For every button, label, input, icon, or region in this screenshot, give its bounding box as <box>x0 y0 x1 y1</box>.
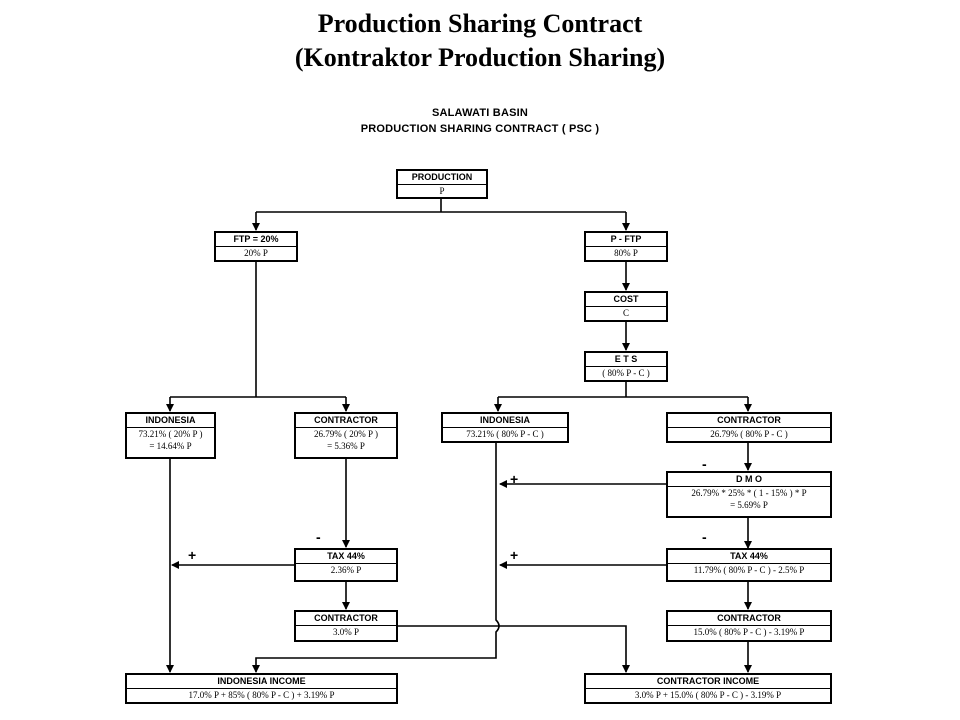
indonesia-income-header: INDONESIA INCOME <box>127 675 396 689</box>
dmo-value-1: 26.79% * 25% * ( 1 - 15% ) * P <box>691 488 807 498</box>
contractor-right-value: 15.0% ( 80% P - C ) - 3.19% P <box>693 627 805 637</box>
dmo-box: D M O 26.79% * 25% * ( 1 - 15% ) * P = 5… <box>666 471 832 518</box>
ftp-value: 20% P <box>244 248 268 258</box>
contractor-income-header: CONTRACTOR INCOME <box>586 675 830 689</box>
ets-box: E T S ( 80% P - C ) <box>584 351 668 382</box>
indonesia-ets-header: INDONESIA <box>443 414 567 428</box>
contractor-left-header: CONTRACTOR <box>296 612 396 626</box>
indonesia-ets-box: INDONESIA 73.21% ( 80% P - C ) <box>441 412 569 443</box>
contractor-ets-value: 26.79% ( 80% P - C ) <box>710 429 788 439</box>
production-value: P <box>439 186 445 196</box>
tax-left-header: TAX 44% <box>296 550 396 564</box>
tax-right-header: TAX 44% <box>668 550 830 564</box>
indonesia-ets-value: 73.21% ( 80% P - C ) <box>466 429 544 439</box>
ets-value: ( 80% P - C ) <box>602 368 650 378</box>
contractor-ftp-box: CONTRACTOR 26.79% ( 20% P ) = 5.36% P <box>294 412 398 459</box>
tax-right-box: TAX 44% 11.79% ( 80% P - C ) - 2.5% P <box>666 548 832 582</box>
cost-value: C <box>622 308 629 318</box>
diagram-subtitle-1: SALAWATI BASIN <box>431 107 529 119</box>
p-ftp-header: P - FTP <box>586 233 666 247</box>
tax-left-box: TAX 44% 2.36% P <box>294 548 398 582</box>
minus-sign-dmo: - <box>702 456 707 472</box>
tax-left-value: 2.36% P <box>330 565 362 575</box>
production-header: PRODUCTION <box>398 171 486 185</box>
indonesia-income-value: 17.0% P + 85% ( 80% P - C ) + 3.19% P <box>188 690 335 700</box>
contractor-right-header: CONTRACTOR <box>668 612 830 626</box>
p-ftp-value: 80% P <box>614 248 638 258</box>
ftp-box: FTP = 20% 20% P <box>214 231 298 262</box>
indonesia-ftp-value-2: = 14.64% P <box>149 441 192 451</box>
ets-header: E T S <box>586 353 666 367</box>
indonesia-income-box: INDONESIA INCOME 17.0% P + 85% ( 80% P -… <box>125 673 398 704</box>
contractor-ets-header: CONTRACTOR <box>668 414 830 428</box>
diagram-subtitle-2: PRODUCTION SHARING CONTRACT ( PSC ) <box>360 123 600 135</box>
contractor-income-box: CONTRACTOR INCOME 3.0% P + 15.0% ( 80% P… <box>584 673 832 704</box>
contractor-ftp-value-2: = 5.36% P <box>327 441 365 451</box>
plus-sign-dmo: + <box>510 471 519 487</box>
ftp-header: FTP = 20% <box>216 233 296 247</box>
indonesia-ftp-header: INDONESIA <box>127 414 214 428</box>
contractor-right-box: CONTRACTOR 15.0% ( 80% P - C ) - 3.19% P <box>666 610 832 642</box>
contractor-ets-box: CONTRACTOR 26.79% ( 80% P - C ) <box>666 412 832 443</box>
contractor-ftp-value-1: 26.79% ( 20% P ) <box>314 429 378 439</box>
dmo-header: D M O <box>668 473 830 487</box>
production-box: PRODUCTION P <box>396 169 488 199</box>
minus-sign-tax-left: - <box>316 529 321 545</box>
contractor-ftp-header: CONTRACTOR <box>296 414 396 428</box>
indonesia-ftp-box: INDONESIA 73.21% ( 20% P ) = 14.64% P <box>125 412 216 459</box>
cost-box: COST C <box>584 291 668 322</box>
contractor-income-value: 3.0% P + 15.0% ( 80% P - C ) - 3.19% P <box>634 690 782 700</box>
main-title-line-2: (Kontraktor Production Sharing) <box>294 43 666 72</box>
plus-sign-tax-right: + <box>510 547 519 563</box>
plus-sign-tax-left: + <box>188 547 197 563</box>
minus-sign-tax-right: - <box>702 529 707 545</box>
contractor-left-box: CONTRACTOR 3.0% P <box>294 610 398 642</box>
p-ftp-box: P - FTP 80% P <box>584 231 668 262</box>
cost-header: COST <box>586 293 666 307</box>
tax-right-value: 11.79% ( 80% P - C ) - 2.5% P <box>693 565 805 575</box>
main-title-line-1: Production Sharing Contract <box>317 9 643 38</box>
contractor-left-value: 3.0% P <box>332 627 359 637</box>
indonesia-ftp-value-1: 73.21% ( 20% P ) <box>138 429 203 439</box>
dmo-value-2: = 5.69% P <box>730 500 768 510</box>
